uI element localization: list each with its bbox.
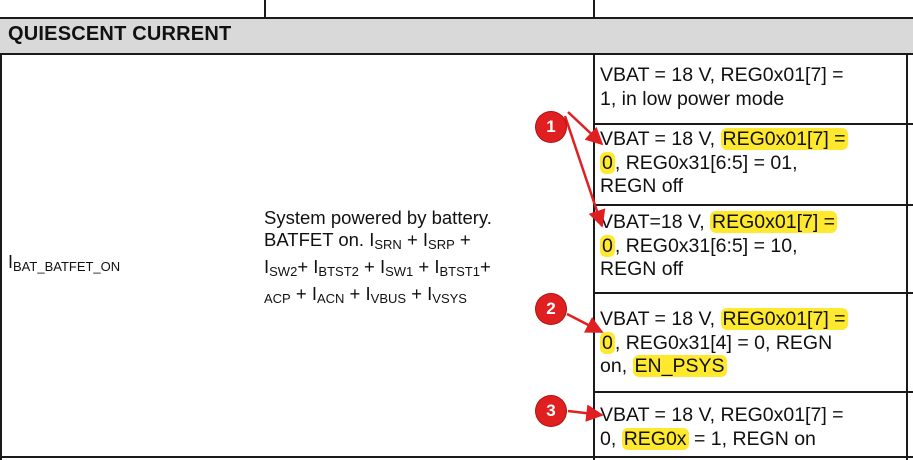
arrow-1-to-row-3 (563, 115, 606, 228)
desc-line-1: System powered by battery. (264, 207, 492, 228)
desc-text: + (454, 229, 471, 250)
highlighted-text: 0 (600, 151, 615, 174)
condition-text: , REG0x31[4] = 0, REGN (614, 331, 833, 354)
desc-text: + I (413, 256, 440, 277)
condition-row-5: VBAT = 18 V, REG0x01[7] = 0, REG0x = 1, … (600, 404, 906, 451)
parameter-symbol: IBAT_BATFET_ON (8, 252, 120, 274)
desc-text: I (264, 256, 270, 277)
condition-text: , REG0x31[6:5] = 01, (614, 151, 798, 174)
row-separator-4 (593, 391, 913, 393)
row-separator-2 (593, 204, 913, 206)
condition-line: VBAT = 18 V, REG0x01[7] = (600, 308, 906, 332)
row-separator-3 (593, 292, 913, 294)
condition-line: on, EN_PSYS (600, 355, 906, 379)
condition-text: REGN off (600, 258, 684, 280)
condition-line: VBAT=18 V, REG0x01[7] = (600, 211, 906, 235)
highlighted-text: REG0x01[7] = (720, 308, 848, 330)
condition-line: 0, REG0x = 1, REGN on (600, 427, 906, 452)
condition-text: VBAT = 18 V, REG0x01[7] = (600, 404, 844, 426)
desc-sub: ACN (316, 291, 345, 306)
condition-text: 0, (600, 427, 622, 450)
annotation-marker-3: 3 (536, 396, 566, 426)
desc-text: + I (297, 256, 319, 277)
arrow-2-to-row-4 (566, 312, 604, 334)
desc-sub: ACP (264, 291, 291, 306)
desc-text: + I (406, 283, 433, 304)
desc-line-4: ACP + IACN + IVBUS + IVSYS (264, 283, 594, 310)
condition-text: on, (600, 355, 633, 377)
desc-sub: SW1 (385, 264, 414, 279)
test-condition-description: System powered by battery. BATFET on. IS… (264, 207, 594, 310)
condition-text: VBAT = 18 V, (600, 308, 721, 330)
condition-text: REGN off (600, 175, 684, 197)
left-border (0, 53, 2, 460)
column-divider-conditions (593, 53, 595, 460)
desc-text: BATFET on. I (264, 229, 375, 250)
parameter-symbol-sub: BAT_BATFET_ON (13, 259, 121, 274)
column-divider-right (906, 53, 908, 460)
condition-text: = 1, REGN on (688, 427, 816, 450)
desc-sub: BTST1 (439, 264, 480, 279)
condition-row-1: VBAT = 18 V, REG0x01[7] = 1, in low powe… (600, 64, 906, 111)
desc-line-3: ISW2+ IBTST2 + ISW1 + IBTST1+ (264, 256, 594, 283)
desc-text: + I (358, 256, 386, 277)
table-bottom-border (0, 456, 913, 458)
condition-text: , REG0x31[6:5] = 10, (614, 234, 798, 257)
condition-text: 1, in low power mode (600, 87, 785, 110)
highlighted-text: REG0x (621, 427, 689, 450)
desc-sub: SRP (428, 237, 455, 252)
condition-row-2: VBAT = 18 V, REG0x01[7] = 0, REG0x31[6:5… (600, 128, 906, 199)
top-divider-1 (264, 0, 266, 17)
row-separator-1 (593, 123, 913, 125)
highlighted-text: REG0x01[7] = (710, 211, 838, 233)
arrow-3-to-row-5 (567, 404, 604, 422)
top-divider-2 (593, 0, 595, 17)
desc-text: + I (401, 229, 429, 250)
desc-line-2: BATFET on. ISRN + ISRP + (264, 229, 594, 256)
condition-text: VBAT=18 V, (600, 211, 711, 233)
condition-line: 0, REG0x31[4] = 0, REGN (600, 331, 906, 356)
desc-text: + (479, 256, 491, 277)
condition-row-3: VBAT=18 V, REG0x01[7] = 0, REG0x31[6:5] … (600, 211, 906, 282)
section-title: QUIESCENT CURRENT (8, 23, 232, 45)
condition-text: VBAT = 18 V, REG0x01[7] = (600, 64, 844, 86)
desc-text: + I (344, 283, 371, 304)
desc-sub: SRN (374, 237, 402, 252)
highlighted-text: EN_PSYS (632, 355, 727, 377)
condition-line: VBAT = 18 V, REG0x01[7] = (600, 128, 906, 152)
desc-sub: BTST2 (318, 264, 359, 279)
highlighted-text: REG0x01[7] = (720, 128, 848, 150)
desc-sub: VBUS (370, 291, 407, 306)
highlighted-text: 0 (600, 331, 615, 354)
highlighted-text: 0 (600, 234, 615, 257)
condition-line: 0, REG0x31[6:5] = 10, (600, 234, 906, 259)
condition-line: 0, REG0x31[6:5] = 01, (600, 151, 906, 176)
annotation-marker-1: 1 (536, 112, 566, 142)
condition-row-4: VBAT = 18 V, REG0x01[7] = 0, REG0x31[4] … (600, 308, 906, 379)
desc-sub: SW2 (269, 264, 298, 279)
parameter-symbol-base: I (8, 252, 14, 272)
condition-text: VBAT = 18 V, (600, 128, 721, 150)
section-header: QUIESCENT CURRENT (0, 17, 913, 55)
arrow-1-to-row-2 (567, 111, 604, 146)
desc-text: + I (290, 283, 317, 304)
annotation-marker-2: 2 (536, 294, 566, 324)
desc-sub: VSYS (432, 291, 467, 306)
